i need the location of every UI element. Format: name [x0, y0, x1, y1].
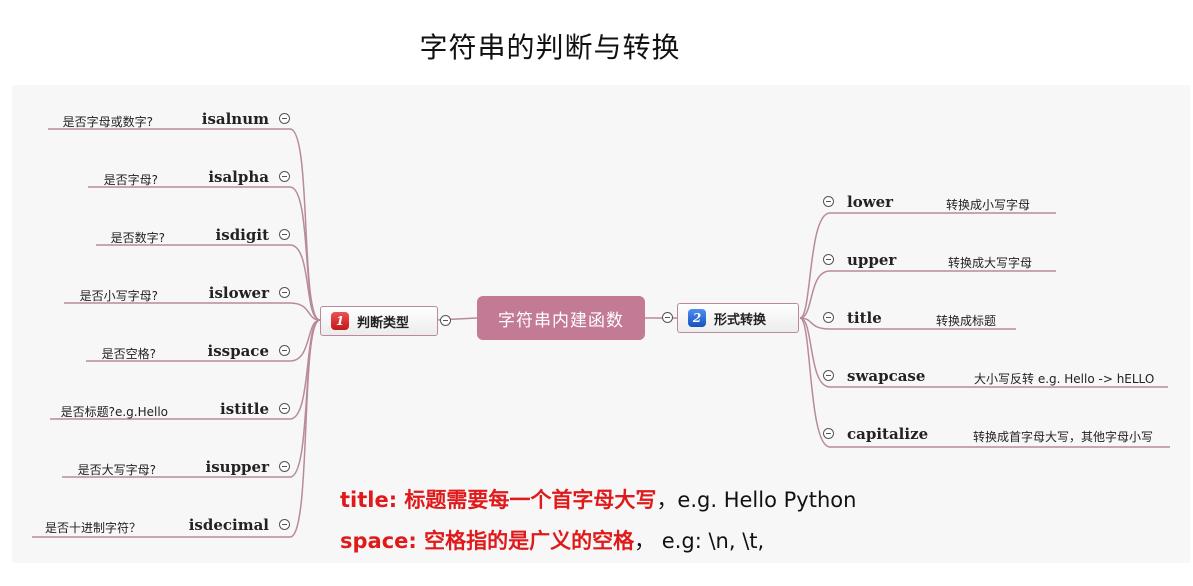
- desc-lower: 转换成小写字母: [946, 198, 1031, 212]
- collapse-lower-icon[interactable]: [823, 196, 834, 207]
- collapse-left-branch-icon[interactable]: [440, 315, 451, 326]
- number-two-icon: 2: [688, 309, 706, 327]
- number-one-icon: 1: [331, 312, 349, 330]
- desc-upper: 转换成大写字母: [948, 256, 1033, 270]
- desc-isdecimal: 是否十进制字符？: [44, 521, 141, 535]
- page-title: 字符串的判断与转换: [419, 31, 681, 64]
- collapse-isspace-icon[interactable]: [279, 345, 290, 356]
- collapse-istitle-icon[interactable]: [279, 403, 290, 414]
- method-isupper[interactable]: isupper: [205, 458, 269, 476]
- desc-capitalize: 转换成首字母大写，其他字母小写: [973, 430, 1154, 444]
- method-upper[interactable]: upper: [847, 251, 897, 269]
- central-topic[interactable]: 字符串内建函数: [477, 296, 645, 340]
- desc-islower: 是否小写字母?: [79, 289, 158, 303]
- collapse-isalnum-icon[interactable]: [279, 113, 290, 124]
- link-left-7: [32, 319, 321, 538]
- method-capitalize[interactable]: capitalize: [847, 425, 929, 443]
- desc-isspace: 是否空格?: [101, 347, 156, 361]
- method-isdecimal[interactable]: isdecimal: [188, 516, 269, 534]
- note-key: space: 空格指的是广义的空格: [340, 529, 635, 553]
- method-lower[interactable]: lower: [847, 193, 894, 211]
- desc-swapcase: 大小写反转 e.g. Hello -> hELLO: [974, 372, 1155, 386]
- link-left-2: [96, 244, 321, 321]
- link-left-1: [88, 186, 321, 321]
- method-isalnum[interactable]: isalnum: [201, 110, 269, 128]
- note-title: title: 标题需要每一个首字母大写，e.g. Hello Python: [340, 484, 856, 514]
- method-islower[interactable]: islower: [208, 284, 269, 302]
- link-left-3: [64, 302, 321, 321]
- note-value: ， e.g: \n, \t,: [634, 529, 765, 553]
- desc-title: 转换成标题: [936, 314, 997, 328]
- link-left-6: [62, 319, 321, 478]
- collapse-isalpha-icon[interactable]: [279, 171, 290, 182]
- collapse-isdecimal-icon[interactable]: [279, 519, 290, 530]
- link-right-1: [799, 270, 1056, 319]
- method-isspace[interactable]: isspace: [207, 342, 269, 360]
- collapse-right-branch-icon[interactable]: [662, 312, 673, 323]
- link-left-4: [86, 319, 321, 362]
- collapse-isupper-icon[interactable]: [279, 461, 290, 472]
- collapse-upper-icon[interactable]: [823, 254, 834, 265]
- collapse-title-icon[interactable]: [823, 312, 834, 323]
- link-right-3: [799, 317, 1168, 388]
- branch-label: 形式转换: [714, 312, 767, 328]
- branch-judge-type[interactable]: 1 判断类型: [320, 306, 438, 336]
- desc-isalpha: 是否字母?: [103, 173, 158, 187]
- link-right-2: [799, 317, 1016, 330]
- branch-label: 判断类型: [357, 315, 410, 331]
- branch-form-convert[interactable]: 2 形式转换: [677, 303, 799, 333]
- collapse-swapcase-icon[interactable]: [823, 370, 834, 381]
- method-swapcase[interactable]: swapcase: [847, 367, 926, 385]
- link-right-0: [799, 212, 1056, 319]
- collapse-capitalize-icon[interactable]: [823, 428, 834, 439]
- note-key: title: 标题需要每一个首字母大写: [340, 488, 657, 512]
- note-space: space: 空格指的是广义的空格， e.g: \n, \t,: [340, 525, 764, 555]
- desc-isalnum: 是否字母或数字?: [62, 115, 153, 129]
- method-isalpha[interactable]: isalpha: [208, 168, 269, 186]
- desc-isdigit: 是否数字?: [110, 231, 165, 245]
- desc-isupper: 是否大写字母?: [77, 463, 156, 477]
- method-istitle[interactable]: istitle: [220, 400, 269, 418]
- collapse-isdigit-icon[interactable]: [279, 229, 290, 240]
- desc-istitle: 是否标题?e.g.Hello: [60, 405, 168, 419]
- method-isdigit[interactable]: isdigit: [215, 226, 269, 244]
- link-right-4: [799, 317, 1170, 448]
- note-value: ，e.g. Hello Python: [656, 488, 857, 512]
- method-title[interactable]: title: [847, 309, 882, 327]
- collapse-islower-icon[interactable]: [279, 287, 290, 298]
